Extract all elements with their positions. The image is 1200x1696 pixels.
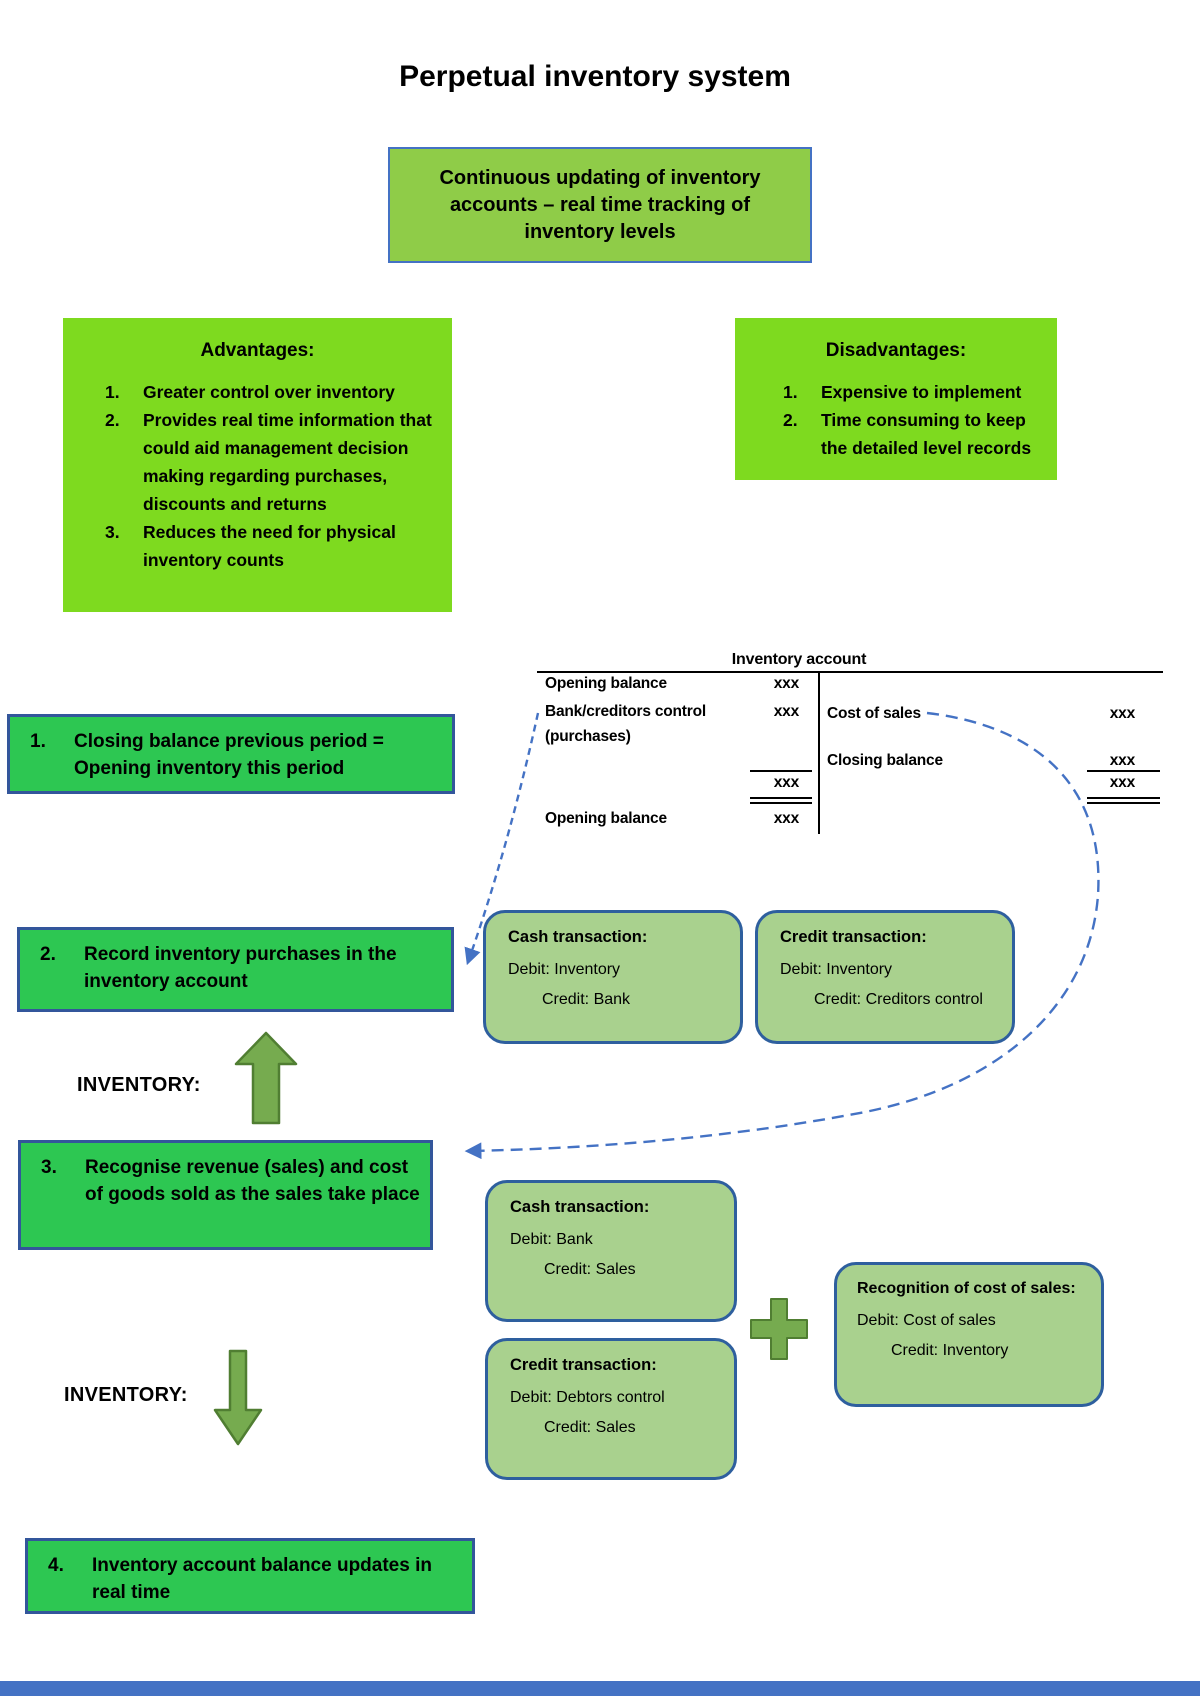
- transaction-title: Credit transaction:: [510, 1356, 657, 1374]
- debit-line: Debit: Inventory: [508, 961, 621, 978]
- advantages-list: 1. Greater control over inventory 2. Pro…: [63, 378, 452, 574]
- t-account-divider: [818, 671, 820, 834]
- t-account-row: Opening balance xxx: [545, 810, 799, 828]
- sale-credit-transaction-box: Credit transaction: Debit: Debtors contr…: [485, 1338, 737, 1480]
- credit-total: xxx: [1109, 774, 1135, 791]
- step-text: Recognise revenue (sales) and cost of go…: [85, 1157, 420, 1205]
- t-account-row: Cost of sales xxx: [827, 705, 1135, 723]
- disadvantages-list: 1. Expensive to implement 2. Time consum…: [735, 378, 1057, 462]
- credit-line: Credit: Sales: [544, 1419, 636, 1436]
- transaction-title: Cash transaction:: [510, 1198, 650, 1216]
- step-text: Inventory account balance updates in rea…: [92, 1555, 432, 1603]
- page-title: Perpetual inventory system: [399, 60, 791, 93]
- t-account-row: Bank/creditors control xxx: [545, 703, 799, 721]
- list-item: Expensive to implement: [821, 382, 1022, 402]
- list-item: Greater control over inventory: [143, 382, 395, 402]
- list-number: 1.: [783, 382, 798, 402]
- list-item: Time consuming to keep the detailed leve…: [821, 410, 1032, 458]
- t-account-row: (purchases): [545, 728, 799, 746]
- step-box-4: 4. Inventory account balance updates in …: [25, 1538, 475, 1614]
- t-account-row: Closing balance xxx: [827, 752, 1135, 770]
- cos-recognition-box: Recognition of cost of sales: Debit: Cos…: [834, 1262, 1104, 1407]
- disadvantages-box: Disadvantages: 1. Expensive to implement…: [735, 318, 1057, 480]
- plus-icon: [750, 1298, 808, 1360]
- row-amount: xxx: [1109, 752, 1135, 769]
- debit-total-rule: [750, 770, 812, 772]
- list-number: 2.: [105, 410, 120, 430]
- disadvantages-heading: Disadvantages:: [825, 340, 967, 361]
- step-box-3: 3. Recognise revenue (sales) and cost of…: [18, 1140, 433, 1250]
- row-amount: xxx: [773, 810, 799, 827]
- row-label: Bank/creditors control: [545, 703, 706, 720]
- t-account-top-rule: [537, 671, 1163, 673]
- row-amount: xxx: [773, 675, 799, 692]
- purchase-cash-transaction-box: Cash transaction: Debit: Inventory Credi…: [483, 910, 743, 1044]
- step-box-2: 2. Record inventory purchases in the inv…: [17, 927, 454, 1012]
- inventory-decrease-label: INVENTORY:: [64, 1384, 188, 1406]
- inventory-up-arrow: [234, 1031, 298, 1125]
- t-account-title: Inventory account: [731, 651, 867, 668]
- credit-line: Credit: Creditors control: [814, 991, 983, 1008]
- row-amount: xxx: [773, 703, 799, 720]
- row-label: Closing balance: [827, 752, 943, 769]
- transaction-title: Credit transaction:: [780, 928, 927, 946]
- list-number: 1.: [105, 382, 120, 402]
- sale-cash-transaction-box: Cash transaction: Debit: Bank Credit: Sa…: [485, 1180, 737, 1322]
- row-label: Cost of sales: [827, 705, 921, 722]
- debit-line: Debit: Debtors control: [510, 1389, 665, 1406]
- step-number: 4.: [48, 1555, 64, 1576]
- debit-line: Debit: Cost of sales: [857, 1312, 996, 1329]
- step-number: 1.: [30, 731, 46, 752]
- step-text: Closing balance previous period = Openin…: [74, 731, 384, 779]
- row-label: Opening balance: [545, 675, 667, 692]
- credit-double-rule: [1087, 797, 1160, 804]
- transaction-title: Cash transaction:: [508, 928, 648, 946]
- list-item: Reduces the need for physical inventory …: [143, 522, 396, 570]
- step-text: Record inventory purchases in the invent…: [84, 944, 397, 992]
- debit-double-rule: [750, 797, 812, 804]
- intro-box: Continuous updating of inventory account…: [388, 147, 812, 263]
- inventory-increase-label: INVENTORY:: [77, 1074, 201, 1096]
- row-label: (purchases): [545, 728, 631, 745]
- advantages-box: Advantages: 1. Greater control over inve…: [63, 318, 452, 612]
- credit-line: Credit: Bank: [542, 991, 631, 1008]
- advantages-heading: Advantages:: [200, 340, 315, 361]
- debit-total: xxx: [773, 774, 799, 791]
- step-number: 3.: [41, 1157, 57, 1178]
- credit-line: Credit: Sales: [544, 1261, 636, 1278]
- credit-total-rule: [1087, 770, 1160, 772]
- list-number: 2.: [783, 410, 798, 430]
- step-number: 2.: [40, 944, 56, 965]
- t-account-row: Opening balance xxx: [545, 675, 799, 693]
- step-box-1: 1. Closing balance previous period = Ope…: [7, 714, 455, 794]
- list-item: Provides real time information that coul…: [143, 410, 432, 514]
- inventory-down-arrow: [213, 1349, 263, 1446]
- transaction-title: Recognition of cost of sales:: [857, 1280, 1076, 1297]
- debit-line: Debit: Inventory: [780, 961, 893, 978]
- inventory-t-account: Inventory account Opening balance xxx Ba…: [537, 645, 1163, 840]
- list-number: 3.: [105, 522, 120, 542]
- bottom-blue-bar: [0, 1681, 1200, 1696]
- purchase-credit-transaction-box: Credit transaction: Debit: Inventory Cre…: [755, 910, 1015, 1044]
- row-label: Opening balance: [545, 810, 667, 827]
- debit-line: Debit: Bank: [510, 1231, 593, 1248]
- row-amount: xxx: [1109, 705, 1135, 722]
- credit-line: Credit: Inventory: [891, 1342, 1009, 1359]
